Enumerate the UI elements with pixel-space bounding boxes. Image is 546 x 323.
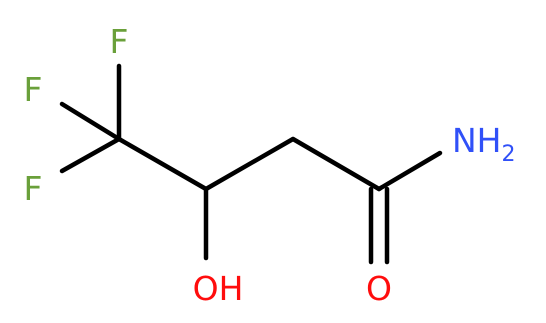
atom-f-top: F bbox=[110, 22, 129, 61]
atom-f-bottom: F bbox=[24, 169, 43, 208]
bond-c3-c2 bbox=[203, 136, 296, 192]
atom-nh: NH bbox=[452, 121, 502, 160]
bond-c4-c3 bbox=[116, 136, 209, 192]
atom-o: O bbox=[366, 269, 392, 308]
bond-c4-f-left bbox=[59, 101, 122, 142]
atom-oh: OH bbox=[193, 269, 244, 308]
bond-c1-n bbox=[376, 150, 443, 192]
bonds bbox=[59, 63, 443, 265]
atom-f-left: F bbox=[24, 70, 43, 109]
atom-nh2: NH2 bbox=[452, 121, 516, 167]
atom-labels: F F F OH NH2 O bbox=[24, 22, 516, 308]
bond-c4-f-bottom bbox=[59, 136, 122, 174]
atom-nh-subscript: 2 bbox=[502, 142, 516, 167]
bond-c2-c1 bbox=[290, 136, 382, 192]
